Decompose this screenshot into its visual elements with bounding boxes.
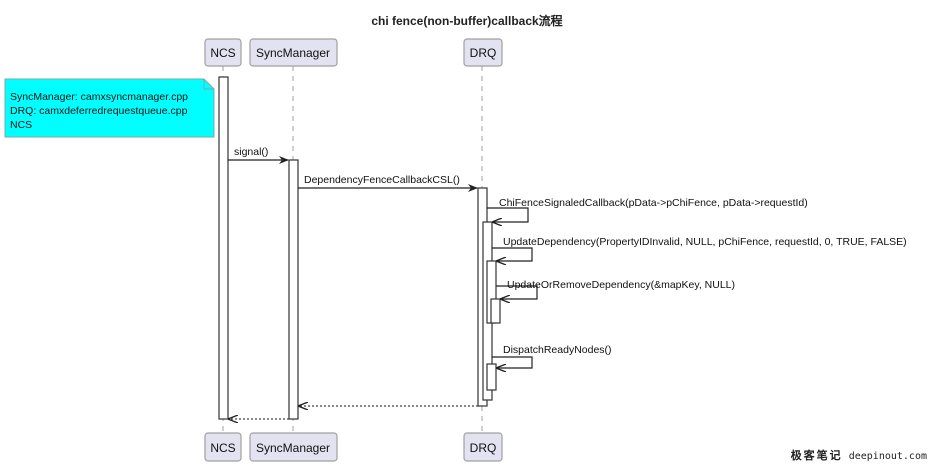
activation-syncmanager <box>288 159 299 420</box>
note-line: NCS <box>10 119 32 131</box>
message-signal[interactable]: signal() <box>228 146 289 164</box>
participant-label: SyncManager <box>256 46 330 60</box>
watermark-site: deepinout.com <box>848 451 927 462</box>
participant-label: SyncManager <box>256 441 330 455</box>
message-chi-fence-signaled-callback[interactable]: ChiFenceSignaledCallback(pData->pChiFenc… <box>487 197 808 222</box>
note-line: DRQ: camxdeferredrequestqueue.cpp <box>10 105 188 117</box>
message-update-dependency[interactable]: UpdateDependency(PropertyIDInvalid, NULL… <box>492 236 907 261</box>
note-line: SyncManager: camxsyncmanager.cpp <box>10 91 188 103</box>
message-label: UpdateDependency(PropertyIDInvalid, NULL… <box>503 236 907 248</box>
message-update-or-remove-dependency[interactable]: UpdateOrRemoveDependency(&mapKey, NULL) <box>496 279 735 299</box>
message-dependency-fence-callback[interactable]: DependencyFenceCallbackCSL() <box>298 174 478 192</box>
participant-label: NCS <box>210 441 235 455</box>
participant-label: NCS <box>210 46 235 60</box>
participant-drq-bottom[interactable]: DRQ <box>463 432 503 462</box>
participant-ncs-bottom[interactable]: NCS <box>204 432 242 462</box>
message-label: signal() <box>234 146 268 158</box>
message-label: DispatchReadyNodes() <box>503 344 612 356</box>
note: SyncManager: camxsyncmanager.cpp DRQ: ca… <box>4 78 215 138</box>
message-label: UpdateOrRemoveDependency(&mapKey, NULL) <box>507 279 735 291</box>
message-label: ChiFenceSignaledCallback(pData->pChiFenc… <box>499 197 808 209</box>
watermark-brand: 极客笔记 <box>790 449 843 462</box>
activation-drq-4 <box>490 298 501 324</box>
watermark: 极客笔记 deepinout.com <box>791 447 927 463</box>
participant-label: DRQ <box>470 441 497 455</box>
message-dispatch-ready-nodes[interactable]: DispatchReadyNodes() <box>492 344 612 368</box>
participant-ncs-top[interactable]: NCS <box>204 38 242 67</box>
message-label: DependencyFenceCallbackCSL() <box>304 174 460 186</box>
participant-label: DRQ <box>470 46 497 60</box>
participant-syncmanager-bottom[interactable]: SyncManager <box>249 432 338 462</box>
diagram-title: chi fence(non-buffer)callback流程 <box>371 13 562 28</box>
activation-drq-5 <box>486 363 497 391</box>
activation-ncs <box>218 76 229 420</box>
participant-syncmanager-top[interactable]: SyncManager <box>249 38 338 67</box>
participant-drq-top[interactable]: DRQ <box>463 38 503 67</box>
